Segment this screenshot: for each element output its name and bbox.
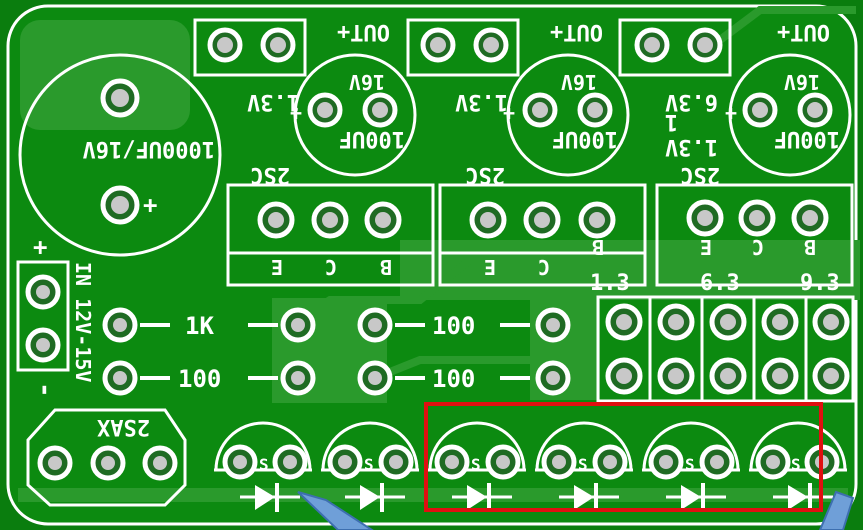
led-mark-4: S — [578, 455, 588, 474]
out-label-1: OUT+ — [337, 19, 390, 44]
voltage-label-one: 1 — [665, 109, 678, 134]
led-4 — [535, 421, 633, 512]
transistor-label-1: 2SC — [250, 162, 290, 187]
led-mark-5: S — [685, 455, 695, 474]
transistor-label-3: 2SC — [680, 162, 720, 187]
select-label-9-3: 9.3 — [800, 271, 840, 296]
input-minus: - — [30, 382, 60, 398]
capacitor-3: + — [725, 53, 852, 177]
voltage-label-4: 1.3V — [665, 134, 718, 159]
selector-header — [596, 295, 855, 403]
led-3 — [428, 421, 526, 512]
select-label-6-3: 6.3 — [700, 271, 740, 296]
svg-text:+: + — [143, 191, 157, 219]
capacitor-2: + — [503, 53, 630, 177]
out-label-2: OUT+ — [550, 19, 603, 44]
pin-c-1: C — [325, 255, 337, 279]
pin-e-2: E — [484, 255, 496, 279]
resistor-1k-label: 1K — [185, 312, 214, 340]
cap-large-label: 1000UF/16V — [83, 136, 215, 161]
pin-c-2: C — [538, 255, 550, 279]
out-header-1 — [193, 18, 307, 77]
pin-b-2: B — [592, 235, 604, 259]
led-mark-2: S — [364, 455, 374, 474]
cap-voltage-2: 16V — [561, 70, 597, 94]
voltage-label-1: 1.3V — [247, 89, 300, 114]
led-2 — [321, 421, 419, 512]
led-1 — [214, 421, 312, 512]
select-label-1-3: 1.3 — [590, 271, 630, 296]
regulator-label: 2SAX — [97, 414, 150, 439]
pin-b-3: B — [804, 235, 816, 259]
cap-voltage-1: 16V — [349, 70, 385, 94]
voltage-label-2: 1.3V — [455, 89, 508, 114]
led-mark-3: S — [471, 455, 481, 474]
voltage-label-3: 6.3V — [665, 89, 718, 114]
out-header-2 — [406, 18, 520, 77]
cap-label-2: 100UF — [552, 126, 618, 151]
transistor-1 — [226, 183, 435, 287]
out-header-3 — [618, 18, 732, 77]
cap-label-1: 100UF — [339, 126, 405, 151]
out-label-3: OUT+ — [777, 19, 830, 44]
pin-b-1: B — [380, 255, 392, 279]
highlight-box — [424, 402, 823, 512]
pin-c-3: C — [752, 235, 764, 259]
resistor-100-label-3: 100 — [432, 365, 475, 393]
resistor-100-label-1: 100 — [178, 365, 221, 393]
transistor-3 — [655, 183, 854, 287]
callout-arrow-left — [297, 491, 374, 530]
svg-text:+: + — [503, 101, 515, 125]
callout-arrow-right — [818, 490, 855, 530]
transistor-2 — [438, 183, 647, 287]
input-connector — [16, 260, 70, 372]
led-5 — [642, 421, 740, 512]
capacitor-large: + — [18, 53, 222, 257]
led-mark-6: S — [791, 455, 801, 474]
input-voltage-label: IN 12V-15V — [71, 262, 95, 382]
svg-text:+: + — [290, 101, 302, 125]
regulator-2sax — [26, 408, 187, 507]
pin-e-3: E — [700, 235, 712, 259]
pin-e-1: E — [271, 255, 283, 279]
led-mark-1: S — [259, 455, 269, 474]
capacitor-1: + — [290, 53, 417, 177]
resistor-network — [102, 298, 571, 403]
transistor-label-2: 2SC — [465, 162, 505, 187]
input-plus: + — [33, 233, 47, 261]
cap-label-3: 100UF — [774, 126, 840, 151]
resistor-100-label-2: 100 — [432, 312, 475, 340]
cap-voltage-3: 16V — [784, 70, 820, 94]
svg-text:+: + — [725, 101, 737, 125]
